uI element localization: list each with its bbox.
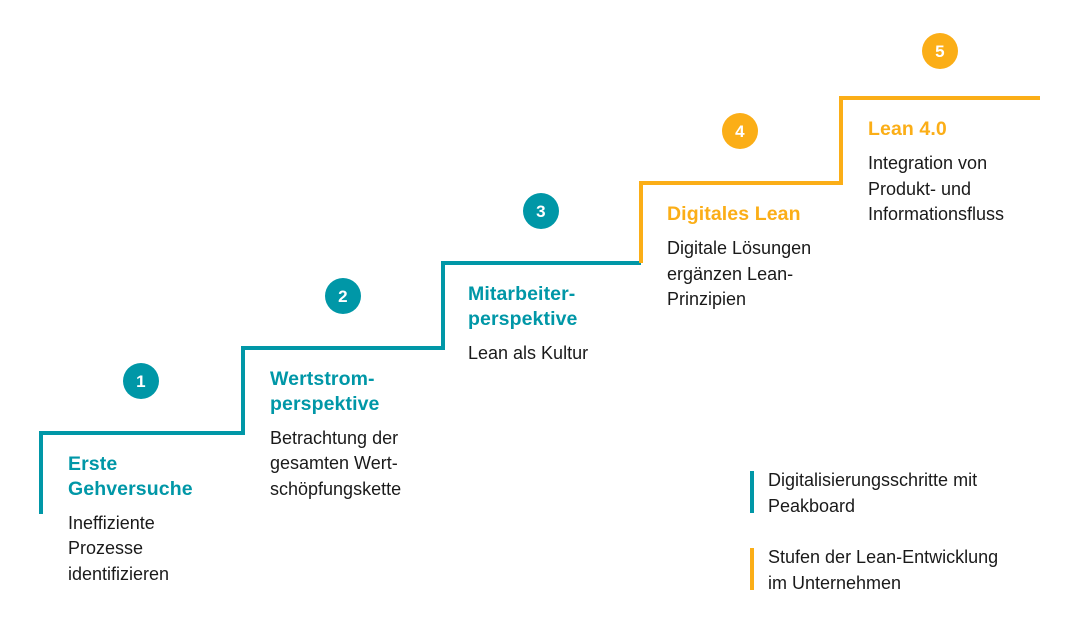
step-title-5: Lean 4.0 — [868, 118, 947, 140]
step-block-2: Wertstrom- perspektive Betrachtung der g… — [270, 367, 450, 503]
step-block-1: Erste Gehversuche Ineffiziente Prozesse … — [68, 452, 243, 588]
legend-color-swatch-orange — [750, 548, 754, 591]
step-badge-2: 2 — [325, 278, 361, 314]
step-block-3: Mitarbeiter- perspektive Lean als Kultur — [468, 282, 653, 366]
step-number-5: 5 — [935, 41, 945, 61]
step-badge-5: 5 — [922, 33, 958, 69]
legend-label-peakboard: Digitalisierungsschritte mit Peakboard — [768, 470, 978, 516]
legend: Digitalisierungsschritte mit Peakboard S… — [750, 468, 1060, 596]
legend-label-lean-stages: Stufen der Lean-Entwicklung im Unternehm… — [768, 547, 999, 593]
step-number-2: 2 — [338, 286, 348, 306]
legend-item-lean-stages: Stufen der Lean-Entwicklung im Unternehm… — [750, 545, 1060, 596]
step-badge-4: 4 — [722, 113, 758, 149]
step-description-5: Integration von Produkt- und Information… — [868, 152, 1005, 225]
step-title-1: Erste Gehversuche — [68, 453, 193, 500]
step-badge-3: 3 — [523, 193, 559, 229]
step-title-3: Mitarbeiter- perspektive — [468, 283, 578, 330]
step-description-2: Betrachtung der gesamten Wert- schöpfung… — [270, 427, 402, 499]
step-title-2: Wertstrom- perspektive — [270, 368, 380, 415]
step-description-1: Ineffiziente Prozesse identifizieren — [68, 512, 170, 584]
step-title-4: Digitales Lean — [667, 203, 801, 225]
step-description-4: Digitale Lösungen ergänzen Lean- Prinzip… — [667, 237, 812, 310]
legend-item-peakboard: Digitalisierungsschritte mit Peakboard — [750, 468, 1060, 519]
step-number-1: 1 — [136, 371, 146, 391]
step-block-4: Digitales Lean Digitale Lösungen ergänze… — [667, 202, 862, 313]
legend-color-swatch-teal — [750, 471, 754, 513]
step-description-3: Lean als Kultur — [468, 342, 589, 363]
step-number-4: 4 — [735, 121, 745, 141]
step-number-3: 3 — [536, 201, 546, 221]
step-badge-1: 1 — [123, 363, 159, 399]
step-block-5: Lean 4.0 Integration von Produkt- und In… — [868, 117, 1063, 228]
